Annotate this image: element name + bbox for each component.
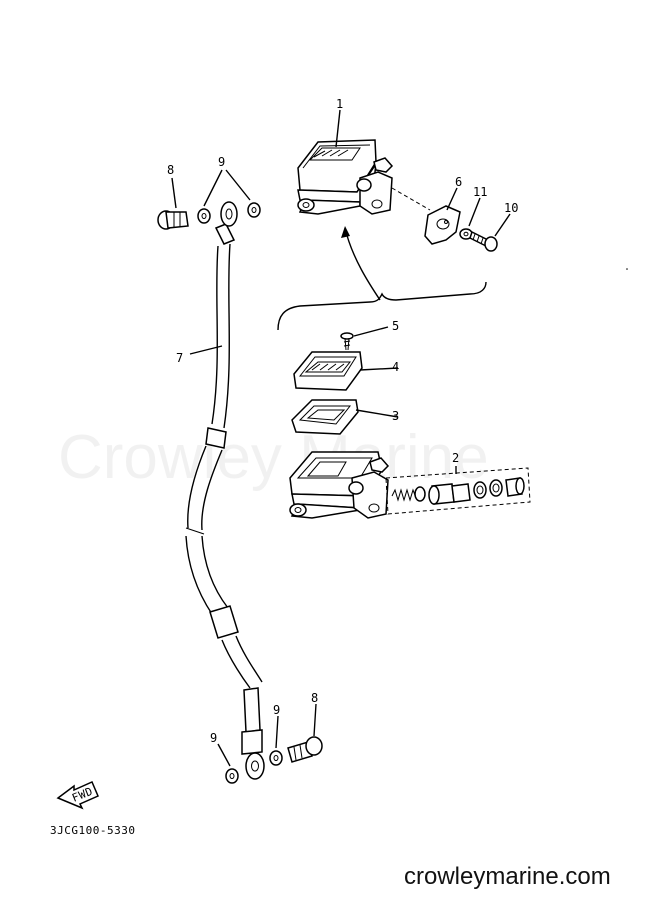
diaphragm-part-3[interactable] xyxy=(291,399,359,435)
callout-7: 7 xyxy=(176,351,183,365)
callout-3: 3 xyxy=(392,409,399,423)
reservoir-cap-part-4[interactable] xyxy=(293,351,363,391)
master-cylinder-assembly[interactable] xyxy=(297,139,394,215)
leader-lines-9-top xyxy=(203,169,251,207)
leader-line-8-bottom xyxy=(313,703,317,737)
callout-9-bottom-left: 9 xyxy=(210,731,217,745)
fwd-arrow-icon: FWD xyxy=(56,781,99,810)
piston-kit-box xyxy=(385,467,531,515)
washer-top-left-part-9[interactable] xyxy=(197,208,211,224)
assembly-arrow xyxy=(344,227,381,301)
bolt-part-10[interactable] xyxy=(469,230,498,252)
master-cylinder-body[interactable] xyxy=(289,451,390,519)
leader-line-9-bottom-left xyxy=(217,743,231,767)
callout-1: 1 xyxy=(336,97,343,111)
website-label[interactable]: crowleymarine.com xyxy=(404,863,611,890)
callout-8-bottom: 8 xyxy=(311,691,318,705)
leader-line-8-top xyxy=(171,177,177,209)
leader-line-4 xyxy=(359,367,399,371)
leader-line-5 xyxy=(353,326,389,337)
callout-10: 10 xyxy=(504,201,518,215)
leader-line-7 xyxy=(189,345,223,355)
stray-mark xyxy=(626,268,628,270)
callout-9-bottom-right: 9 xyxy=(273,703,280,717)
washer-part-11[interactable] xyxy=(459,228,473,240)
brake-hose-part-7[interactable] xyxy=(185,201,265,780)
union-bolt-top-part-8[interactable] xyxy=(157,210,189,230)
assembly-arrow-head xyxy=(341,226,350,238)
screw-part-5[interactable] xyxy=(340,332,354,351)
watermark: Crowley Marine xyxy=(58,423,489,492)
leader-line-11 xyxy=(468,197,481,227)
callout-5: 5 xyxy=(392,319,399,333)
leader-line-9-bottom-right xyxy=(275,715,279,749)
leader-line-10 xyxy=(494,213,511,237)
washer-top-right-part-9[interactable] xyxy=(247,202,261,218)
union-bolt-bottom-part-8[interactable] xyxy=(287,736,323,763)
washer-bottom-left-part-9[interactable] xyxy=(225,768,239,784)
leader-line-3 xyxy=(355,409,399,418)
clamp-part-6[interactable] xyxy=(424,205,461,245)
callout-4: 4 xyxy=(392,360,399,374)
washer-bottom-right-part-9[interactable] xyxy=(269,750,283,766)
exploded-view-bracket xyxy=(277,281,487,331)
leader-line-6 xyxy=(446,187,458,211)
callout-6: 6 xyxy=(455,175,462,189)
callout-8-top: 8 xyxy=(167,163,174,177)
callout-11: 11 xyxy=(473,185,487,199)
diagram-code: 3JCG100-5330 xyxy=(50,824,135,837)
leader-line-1 xyxy=(335,109,341,148)
callout-9-top: 9 xyxy=(218,155,225,169)
callout-2: 2 xyxy=(452,451,459,465)
piston-kit-part-2[interactable] xyxy=(391,477,525,505)
